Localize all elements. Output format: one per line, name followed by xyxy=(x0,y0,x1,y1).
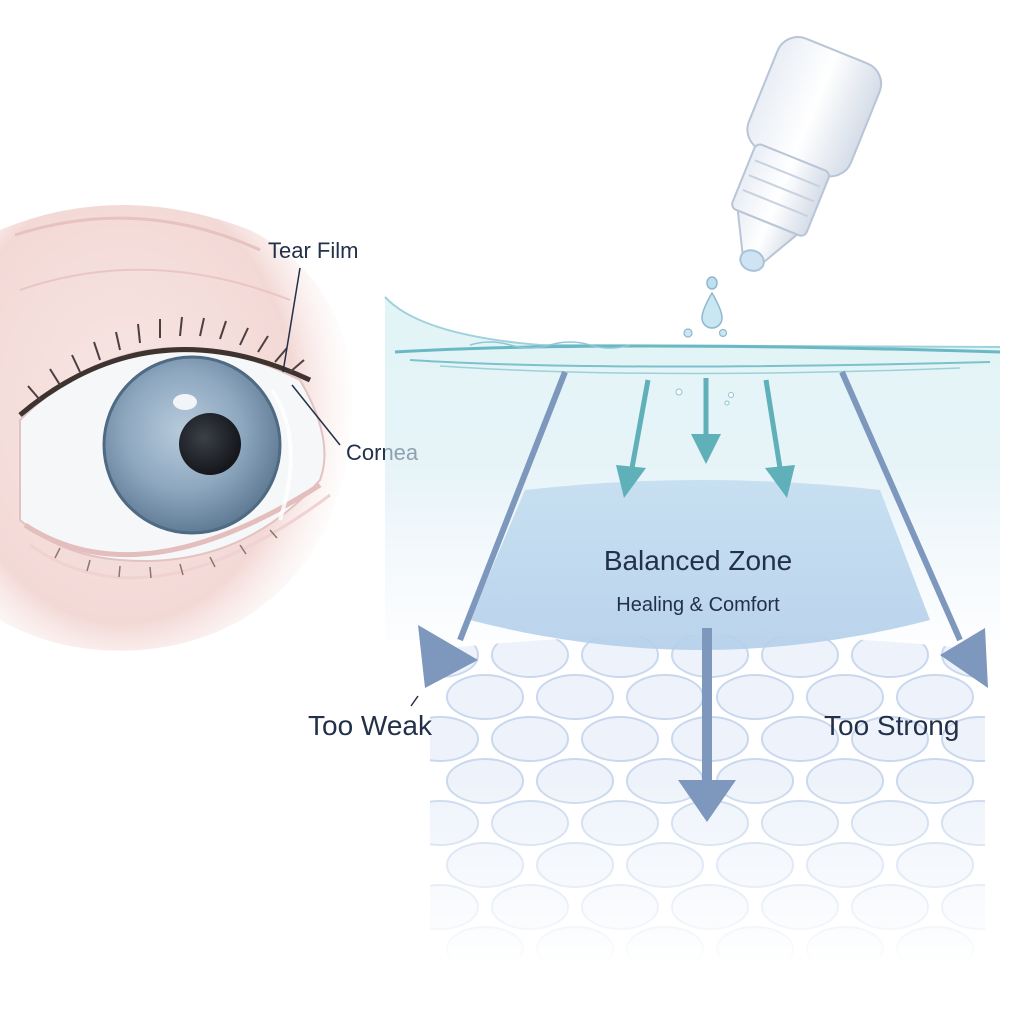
tear-film-label: Tear Film xyxy=(268,238,358,263)
eye-dropper-icon xyxy=(731,36,883,272)
balanced-zone-subtitle: Healing & Comfort xyxy=(616,594,780,616)
tear-film-annotation: Tear Film xyxy=(268,238,358,373)
too-strong-label: Too Strong xyxy=(824,710,959,741)
epithelial-cell xyxy=(430,716,479,762)
epithelial-cell xyxy=(446,674,524,720)
too-weak-label: Too Weak xyxy=(308,710,433,741)
center-arrow xyxy=(678,628,736,822)
epithelial-cell xyxy=(851,716,929,762)
too-weak-arrow xyxy=(418,370,568,688)
eyelashes xyxy=(27,316,305,401)
water-drop-icon xyxy=(683,276,728,338)
cornea-leader-line xyxy=(291,384,341,446)
too-strong-arrow xyxy=(839,370,988,688)
epithelial-cell xyxy=(491,716,569,762)
too-weak-tick xyxy=(410,695,419,707)
epithelial-cell xyxy=(761,716,839,762)
epithelial-cell xyxy=(851,635,929,678)
epithelial-cell xyxy=(987,675,1024,719)
balanced-zone-title: Balanced Zone xyxy=(604,545,792,576)
epithelial-cell xyxy=(806,674,884,720)
epithelial-cell xyxy=(536,674,614,720)
epithelial-cell xyxy=(581,716,659,762)
eye-illustration xyxy=(0,205,352,651)
epithelial-cell xyxy=(941,716,985,762)
tear-film-leader-line xyxy=(282,267,301,373)
balanced-zone: Balanced Zone Healing & Comfort xyxy=(470,480,930,650)
epithelial-cell xyxy=(626,674,704,720)
epithelial-cell xyxy=(896,674,974,720)
pupil xyxy=(179,413,241,475)
tear-absorption-arrows xyxy=(616,378,795,498)
epithelial-cell xyxy=(491,635,569,678)
epithelial-cell xyxy=(716,674,794,720)
